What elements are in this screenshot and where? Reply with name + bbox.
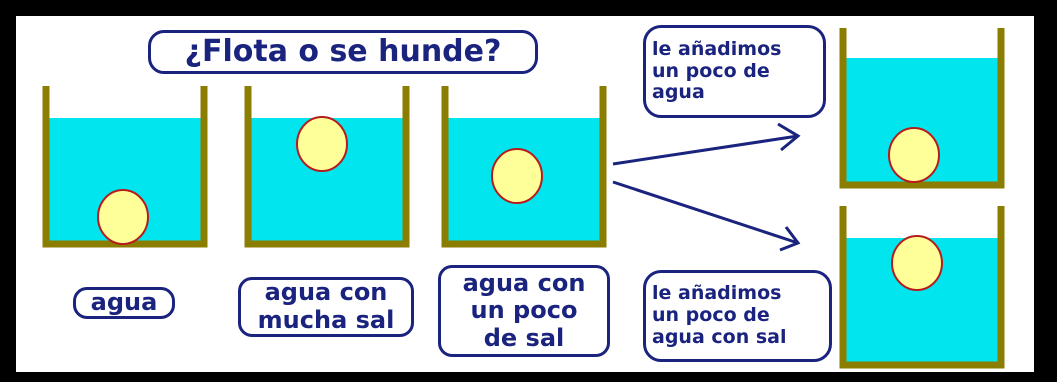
label-poco-sal: agua con un poco de sal <box>438 265 610 357</box>
arrow-down-right <box>612 180 801 252</box>
egg-agua <box>97 189 149 245</box>
egg-poco-sal <box>491 148 543 204</box>
beaker-wall-bottom-right <box>839 206 1005 369</box>
beaker-mucha-sal <box>244 86 410 248</box>
beaker-wall-mucha-sal <box>244 86 410 248</box>
egg-bottom-right <box>891 235 943 291</box>
beaker-bottom-right <box>839 206 1005 369</box>
note-add-salt-water: le añadimos un poco de agua con sal <box>643 270 832 362</box>
egg-top-right <box>888 127 940 183</box>
egg-mucha-sal <box>296 116 348 172</box>
diagram-title: ¿Flota o se hunde? <box>148 30 538 74</box>
beaker-agua <box>42 86 208 248</box>
beaker-poco-sal <box>441 86 607 248</box>
label-mucha-sal: agua con mucha sal <box>238 277 414 337</box>
arrow-up-right <box>612 122 801 166</box>
label-agua: agua <box>73 287 175 319</box>
note-add-water: le añadimos un poco de agua <box>643 25 826 118</box>
beaker-wall-top-right <box>839 28 1005 189</box>
beaker-wall-poco-sal <box>441 86 607 248</box>
beaker-top-right <box>839 28 1005 189</box>
